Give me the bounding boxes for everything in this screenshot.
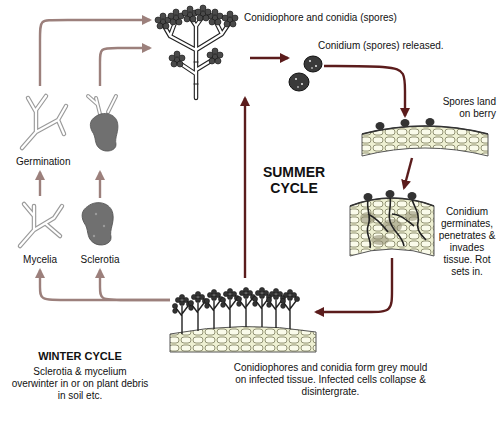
conidiophore-illustration [163, 16, 230, 98]
cycle-arrow [404, 158, 412, 188]
cycle-arrow [316, 258, 392, 312]
berry-surface [401, 119, 410, 127]
stage-node: Conidiophores and conidia form grey moul… [170, 278, 316, 352]
grey-mould-tissue [188, 291, 207, 331]
cycle-arrow [40, 20, 150, 86]
stage-caption: Conidiophore and conidia (spores) [244, 12, 444, 24]
germination-icons [22, 96, 118, 151]
sclerotia-icon [95, 213, 97, 215]
stage-node: Conidium germinates, penetrates & invade… [348, 188, 436, 258]
released-spores [311, 67, 313, 69]
sclerotia-icon [82, 203, 113, 245]
cycle-arrow [39, 172, 41, 196]
label-slot: Sclerotia & mycelium overwinter in or on… [10, 366, 150, 402]
stage-node: Germination [12, 86, 136, 172]
cycle-arrow [99, 172, 101, 198]
berry-surface [362, 118, 488, 156]
conidiophore-illustration [222, 11, 238, 27]
cycle-label: WINTER CYCLE [10, 350, 150, 363]
cycle-arrow [244, 98, 246, 278]
stage-node: Mycelia [12, 196, 68, 270]
infected-berry [408, 192, 417, 200]
released-spores [309, 60, 311, 62]
released-spores [304, 56, 322, 72]
grey-mould-tissue [204, 289, 223, 329]
released-spores [297, 86, 299, 88]
conidiophore-illustration [163, 16, 230, 98]
grey-mould-tissue [280, 289, 299, 329]
stage-caption: Germination [16, 156, 96, 168]
infected-berry [386, 190, 395, 198]
stage-node: Conidiophore and conidia (spores) [150, 4, 250, 98]
label-slot: WINTER CYCLE [10, 350, 150, 363]
note-text: Sclerotia & mycelium overwinter in or on… [10, 366, 150, 402]
sclerotia-icon [103, 225, 105, 227]
stage-caption: Sclerotia [74, 254, 126, 266]
released-spores [315, 65, 317, 67]
grey-mould-tissue [170, 287, 316, 352]
cycle-arrow [40, 270, 170, 300]
conidiophore-illustration [169, 51, 185, 67]
stage-node: Spores land on berry [362, 116, 488, 158]
germination-icons [22, 96, 66, 148]
germination-icons [90, 113, 118, 151]
sclerotia-icon [93, 235, 95, 237]
mycelia-icon [20, 204, 62, 246]
conidiophore-illustration [207, 48, 223, 64]
stage-node: Sclerotia [74, 198, 126, 270]
cycle-arrow [100, 270, 170, 300]
conidiophore-illustration [194, 62, 199, 84]
label-slot: SUMMER CYCLE [256, 164, 332, 196]
stage-caption: Conidium (spores) released. [318, 40, 488, 52]
infected-berry [350, 198, 434, 256]
conidiophore-illustration [155, 5, 238, 98]
berry-surface [426, 118, 435, 126]
mycelia-icon [20, 204, 62, 246]
berry-surface [376, 122, 385, 130]
stage-caption: Mycelia [12, 254, 68, 266]
released-spores [295, 78, 297, 80]
released-spores [301, 83, 303, 85]
mycelia-icon [20, 204, 62, 246]
conidiophore-illustration [168, 9, 184, 25]
grey-mould-tissue [172, 294, 191, 334]
berry-surface [362, 126, 488, 156]
cycle-arrow [250, 57, 288, 59]
released-spores [289, 73, 309, 91]
germination-icons [88, 96, 116, 114]
infected-berry [371, 235, 389, 245]
cycle-label: SUMMER CYCLE [256, 164, 332, 196]
infected-berry [350, 190, 434, 256]
germination-icons [22, 96, 66, 148]
stage-caption: Conidiophores and conidia form grey moul… [228, 362, 433, 398]
grey-mould-tissue [170, 326, 316, 352]
stage-caption: Conidium germinates, penetrates & invade… [438, 206, 496, 278]
cycle-arrow [100, 48, 150, 86]
stage-node: Conidium (spores) released. [288, 54, 324, 94]
infected-berry [367, 197, 426, 248]
infected-berry [350, 198, 434, 206]
conidiophore-illustration [195, 5, 211, 21]
sclerotia-icon [82, 203, 113, 245]
released-spores [289, 56, 322, 91]
cycle-arrow [324, 66, 405, 116]
grey-mould-tissue [220, 288, 239, 328]
infected-berry [364, 193, 373, 201]
stage-caption: Spores land on berry [430, 96, 496, 120]
grey-mould-tissue [236, 287, 255, 327]
germination-icons [88, 96, 116, 114]
